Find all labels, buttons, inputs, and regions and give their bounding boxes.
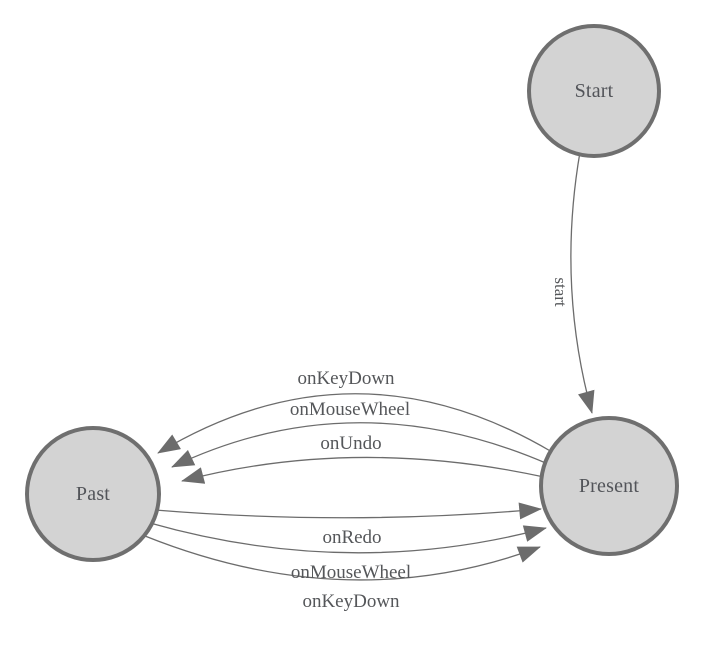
state-label-present: Present <box>578 474 640 497</box>
edge-past-to-present-onmousewheel <box>149 522 547 554</box>
edge-label-past-present-onredo: onRedo <box>322 527 382 548</box>
state-node-start[interactable]: Start <box>527 24 661 158</box>
state-label-past: Past <box>75 482 111 505</box>
edge-label-present-past-onundo: onUndo <box>320 433 382 454</box>
edge-label-past-present-onkeydown: onKeyDown <box>302 591 400 612</box>
edge-label-present-past-onmousewheel: onMouseWheel <box>289 399 411 420</box>
state-node-present[interactable]: Present <box>539 416 679 556</box>
state-node-past[interactable]: Past <box>25 426 161 562</box>
edge-label-past-present-onmousewheel: onMouseWheel <box>290 562 412 583</box>
edge-present-to-past-onmousewheel <box>171 422 549 468</box>
edge-past-to-present-onredo <box>154 502 542 520</box>
state-label-start: Start <box>574 79 614 102</box>
edge-present-to-past-onkeydown <box>157 393 553 454</box>
edge-past-to-present-onkeydown <box>144 535 541 581</box>
edge-present-to-past-onundo <box>181 456 545 484</box>
edge-start-to-present <box>570 151 595 414</box>
edge-label-start: start <box>551 277 570 307</box>
edge-label-present-past-onkeydown: onKeyDown <box>297 368 395 389</box>
